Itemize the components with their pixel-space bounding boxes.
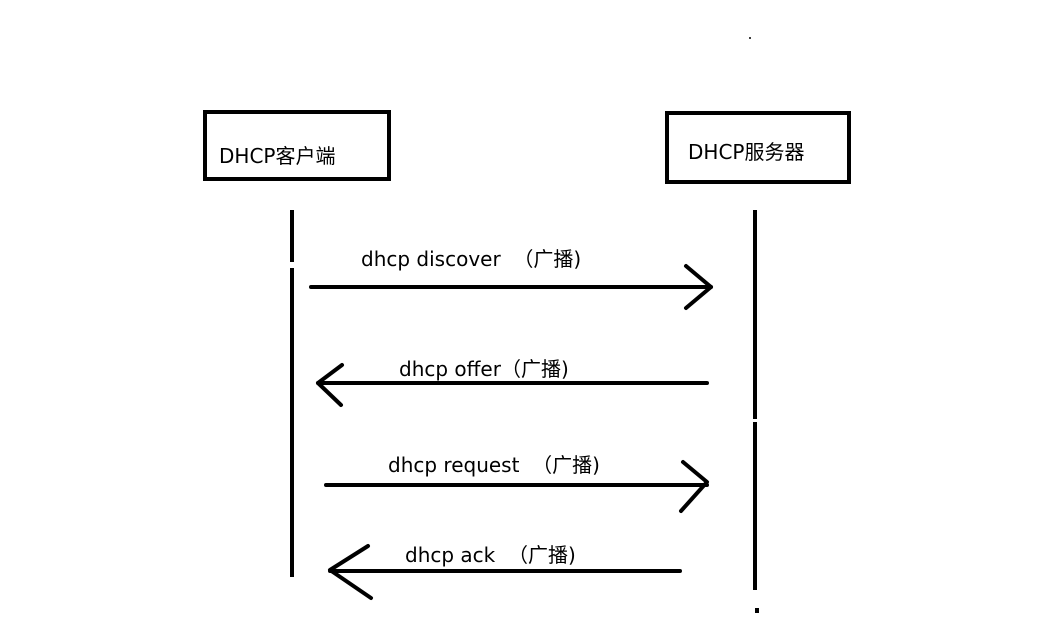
- server-participant-box: DHCP服务器: [665, 111, 851, 184]
- arrow-discover: [309, 264, 713, 310]
- client-participant-box: DHCP客户端: [203, 110, 391, 181]
- server-lifeline: [753, 210, 759, 613]
- arrow-request: [324, 460, 709, 513]
- arrow-offer: [316, 363, 709, 407]
- stray-dot: [749, 37, 751, 39]
- client-participant-label: DHCP客户端: [219, 144, 336, 168]
- message-label-offer: dhcp offer（广播): [399, 357, 569, 381]
- message-label-request: dhcp request （广播): [388, 453, 600, 477]
- message-label-ack: dhcp ack （广播): [405, 543, 576, 567]
- server-participant-label: DHCP服务器: [688, 140, 805, 164]
- message-label-discover: dhcp discover （广播): [361, 247, 582, 271]
- arrow-ack: [328, 544, 682, 600]
